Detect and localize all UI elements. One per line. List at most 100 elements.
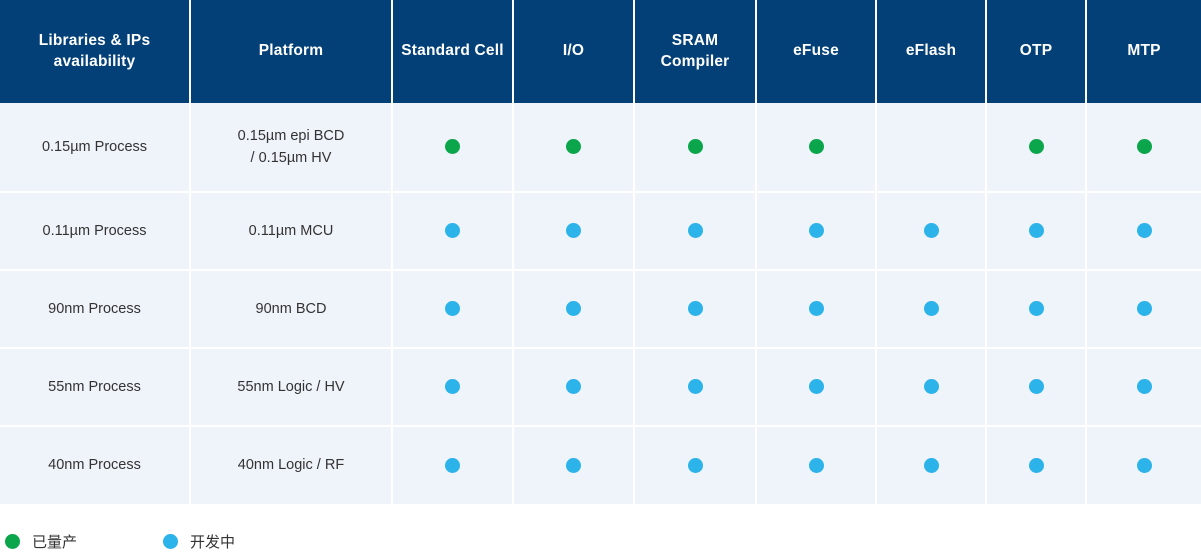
- cell-eflash: [876, 426, 987, 504]
- cell-platform: 40nm Logic / RF: [190, 426, 393, 504]
- cell-process: 90nm Process: [0, 270, 191, 349]
- column-header-eflash: eFlash: [876, 0, 987, 103]
- cell-otp: [986, 270, 1087, 349]
- platform-line-2: / 0.15µm HV: [250, 150, 332, 166]
- status-dot-developing: [445, 223, 460, 239]
- status-dot-developing: [1028, 457, 1044, 473]
- table-header-row: Libraries & IPs availability Platform St…: [0, 0, 1201, 103]
- status-dot-developing: [566, 379, 581, 395]
- status-dot-produced: [566, 139, 581, 155]
- table-row: 90nm Process 90nm BCD: [0, 270, 1201, 349]
- cell-standard-cell: [392, 192, 514, 271]
- status-dot-developing: [566, 301, 581, 317]
- cell-mtp: [1086, 192, 1201, 271]
- status-dot-developing: [808, 379, 824, 395]
- status-dot-produced: [445, 139, 460, 155]
- column-header-mtp: MTP: [1086, 0, 1201, 103]
- cell-sram-compiler: [634, 270, 757, 349]
- column-header-otp: OTP: [986, 0, 1087, 103]
- cell-standard-cell: [392, 426, 514, 504]
- column-header-io: I/O: [513, 0, 635, 103]
- status-dot-developing: [687, 301, 703, 317]
- cell-platform: 55nm Logic / HV: [190, 348, 393, 427]
- cell-mtp: [1086, 348, 1201, 427]
- status-dot-developing: [923, 301, 939, 317]
- cell-otp: [986, 103, 1087, 193]
- cell-eflash: [876, 103, 987, 193]
- status-dot-produced: [808, 139, 824, 155]
- cell-mtp: [1086, 270, 1201, 349]
- cell-efuse: [756, 426, 877, 504]
- cell-mtp: [1086, 103, 1201, 193]
- cell-io: [513, 103, 635, 193]
- status-dot-developing: [808, 301, 824, 317]
- cell-io: [513, 192, 635, 271]
- cell-eflash: [876, 348, 987, 427]
- status-dot-developing: [923, 379, 939, 395]
- cell-eflash: [876, 270, 987, 349]
- cell-platform: 0.11µm MCU: [190, 192, 393, 271]
- table-row: 55nm Process 55nm Logic / HV: [0, 348, 1201, 427]
- status-dot-produced: [1136, 139, 1152, 155]
- cell-platform: 90nm BCD: [190, 270, 393, 349]
- cell-standard-cell: [392, 348, 514, 427]
- column-header-efuse: eFuse: [756, 0, 877, 103]
- cell-efuse: [756, 103, 877, 193]
- status-dot-developing: [808, 223, 824, 239]
- cell-efuse: [756, 348, 877, 427]
- status-dot-developing: [1028, 223, 1044, 239]
- cell-io: [513, 270, 635, 349]
- table-row: 0.15µm Process 0.15µm epi BCD / 0.15µm H…: [0, 103, 1201, 193]
- status-dot-developing: [566, 457, 581, 473]
- cell-efuse: [756, 270, 877, 349]
- cell-otp: [986, 192, 1087, 271]
- cell-mtp: [1086, 426, 1201, 504]
- status-dot-developing: [923, 223, 939, 239]
- table-header: Libraries & IPs availability Platform St…: [0, 0, 1201, 103]
- status-dot-developing: [1136, 457, 1152, 473]
- cell-eflash: [876, 192, 987, 271]
- status-dot-empty: [924, 139, 939, 154]
- cell-sram-compiler: [634, 348, 757, 427]
- status-dot-developing: [1136, 301, 1152, 317]
- cell-io: [513, 426, 635, 504]
- column-header-libraries-ips-availability: Libraries & IPs availability: [0, 0, 191, 103]
- cell-sram-compiler: [634, 103, 757, 193]
- legend-dot-produced-icon: [5, 533, 20, 549]
- cell-process: 55nm Process: [0, 348, 191, 427]
- cell-efuse: [756, 192, 877, 271]
- status-dot-developing: [1028, 379, 1044, 395]
- cell-standard-cell: [392, 270, 514, 349]
- legend-label-developing: 开发中: [190, 532, 236, 551]
- column-header-sram-compiler: SRAM Compiler: [634, 0, 757, 103]
- legend-label-produced: 已量产: [32, 532, 78, 551]
- status-dot-developing: [1028, 301, 1044, 317]
- cell-sram-compiler: [634, 192, 757, 271]
- legend-dot-developing-icon: [163, 533, 179, 549]
- cell-process: 0.11µm Process: [0, 192, 191, 271]
- cell-process: 40nm Process: [0, 426, 191, 504]
- status-dot-developing: [1136, 379, 1152, 395]
- table-row: 0.11µm Process 0.11µm MCU: [0, 192, 1201, 271]
- cell-process: 0.15µm Process: [0, 103, 191, 193]
- table-row: 40nm Process 40nm Logic / RF: [0, 426, 1201, 504]
- legend-item-produced: 已量产: [5, 522, 77, 560]
- legend-item-developing: 开发中: [163, 522, 235, 560]
- cell-platform: 0.15µm epi BCD / 0.15µm HV: [190, 103, 393, 193]
- column-header-standard-cell: Standard Cell: [392, 0, 514, 103]
- cell-otp: [986, 348, 1087, 427]
- cell-otp: [986, 426, 1087, 504]
- status-dot-developing: [687, 223, 703, 239]
- status-dot-developing: [445, 301, 460, 317]
- libraries-ip-availability-table: Libraries & IPs availability Platform St…: [0, 0, 1201, 504]
- status-dot-developing: [808, 457, 824, 473]
- status-dot-produced: [1028, 139, 1044, 155]
- legend: 已量产 开发中: [0, 522, 1201, 560]
- status-dot-developing: [687, 457, 703, 473]
- table-body: 0.15µm Process 0.15µm epi BCD / 0.15µm H…: [0, 103, 1201, 504]
- cell-sram-compiler: [634, 426, 757, 504]
- platform-line-1: 0.15µm epi BCD: [237, 127, 345, 144]
- cell-standard-cell: [392, 103, 514, 193]
- status-dot-developing: [1136, 223, 1152, 239]
